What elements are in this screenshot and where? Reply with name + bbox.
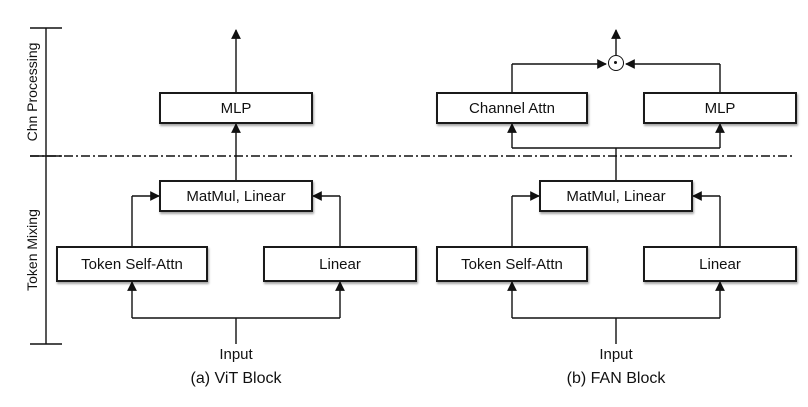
vit-caption: (a) ViT Block xyxy=(190,370,282,387)
vit-linear-box: Linear xyxy=(263,246,417,282)
fan-caption: (b) FAN Block xyxy=(566,370,666,387)
fan-matmul-linear-box: MatMul, Linear xyxy=(539,180,693,212)
vit-matmul-linear-box: MatMul, Linear xyxy=(159,180,313,212)
fan-token-self-attn-box: Token Self-Attn xyxy=(436,246,588,282)
vit-input-label: Input xyxy=(219,346,253,363)
hadamard-product-icon xyxy=(608,55,624,71)
chn-processing-label: Chn Processing xyxy=(24,42,40,142)
fan-linear-box: Linear xyxy=(643,246,797,282)
fan-mlp-box: MLP xyxy=(643,92,797,124)
fan-channel-attn-box: Channel Attn xyxy=(436,92,588,124)
token-mixing-label: Token Mixing xyxy=(24,209,40,291)
vit-token-self-attn-box: Token Self-Attn xyxy=(56,246,208,282)
vit-mlp-box: MLP xyxy=(159,92,313,124)
fan-input-label: Input xyxy=(599,346,633,363)
